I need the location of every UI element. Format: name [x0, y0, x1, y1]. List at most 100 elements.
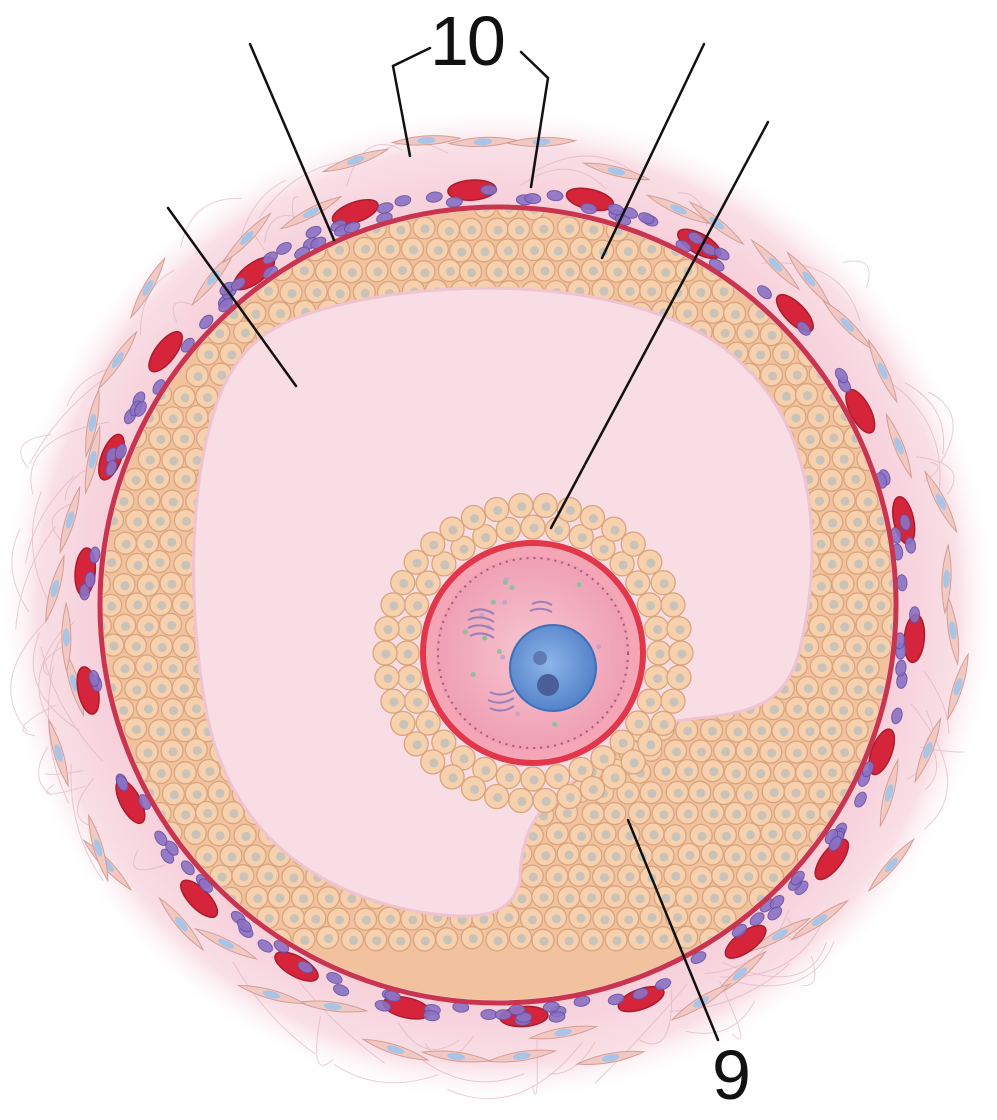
- fiber: [70, 764, 104, 881]
- granulosa-nucleus: [493, 936, 503, 946]
- fibroblast-nucleus: [93, 839, 103, 857]
- fibroblast-nucleus: [802, 271, 816, 287]
- fiber: [38, 619, 72, 730]
- granulosa-nucleus: [168, 747, 178, 757]
- basement-membrane: [97, 204, 899, 1006]
- granulosa-nucleus: [396, 225, 406, 235]
- corona-nucleus: [470, 514, 479, 523]
- fiber: [25, 475, 75, 564]
- granulosa-nucleus: [853, 685, 863, 695]
- theca-cell: [425, 191, 443, 203]
- granulosa-nucleus: [815, 413, 825, 423]
- granulosa-nucleus: [157, 684, 167, 693]
- fiber: [40, 646, 103, 762]
- granulosa-nucleus: [203, 393, 213, 403]
- granulosa-nucleus: [840, 663, 850, 673]
- theca-cell: [79, 583, 91, 601]
- granulosa-nucleus: [347, 894, 357, 904]
- fibroblast-nucleus: [302, 207, 319, 219]
- granulosa-nucleus: [876, 643, 886, 653]
- theca-cell: [854, 791, 867, 808]
- granulosa-nucleus: [143, 748, 153, 758]
- theca-cell: [796, 321, 811, 336]
- granulosa-nucleus: [744, 329, 754, 339]
- corona-nucleus: [493, 506, 503, 515]
- fibroblast-nucleus: [884, 857, 898, 873]
- fiber: [802, 955, 816, 986]
- granulosa-nucleus: [397, 266, 407, 275]
- granulosa-nucleus: [647, 287, 657, 297]
- fibroblast: [914, 716, 942, 784]
- granulosa-nucleus: [709, 767, 719, 777]
- granulosa-nucleus: [311, 914, 321, 924]
- fiber: [685, 1000, 756, 1034]
- granulosa-nucleus: [420, 936, 430, 946]
- corona-nucleus: [381, 649, 391, 659]
- granulosa-nucleus: [743, 746, 753, 756]
- granulosa-nucleus: [323, 267, 332, 277]
- fibroblast-nucleus: [949, 621, 957, 640]
- fibroblast-nucleus: [512, 1052, 531, 1060]
- granulosa-nucleus: [864, 580, 874, 590]
- granulosa-nucleus: [767, 331, 777, 341]
- granulosa-nucleus: [720, 790, 730, 799]
- fiber: [11, 528, 30, 613]
- granulosa-nucleus: [227, 350, 237, 360]
- granulosa-nucleus: [530, 246, 539, 255]
- fiber: [15, 525, 56, 630]
- fibroblast-nucleus: [768, 257, 783, 272]
- granulosa-nucleus: [217, 370, 227, 380]
- granulosa-nucleus: [828, 768, 837, 778]
- granulosa-nucleus: [144, 581, 154, 591]
- fibroblast: [390, 135, 463, 146]
- granulosa-nucleus: [157, 643, 167, 652]
- corona-nucleus: [405, 674, 415, 684]
- corona-nucleus: [383, 625, 393, 635]
- theca-cell: [895, 659, 907, 677]
- organelle: [552, 721, 558, 727]
- granulosa-nucleus: [697, 747, 707, 757]
- granulosa-nucleus: [239, 872, 249, 882]
- granulosa-nucleus: [289, 873, 299, 883]
- nucleolus: [537, 674, 559, 696]
- granulosa-nucleus: [815, 455, 825, 465]
- theca-cell: [236, 918, 252, 933]
- corona-nucleus: [653, 624, 663, 634]
- granulosa-nucleus: [863, 497, 873, 507]
- granulosa-nucleus: [155, 517, 165, 526]
- granulosa-nucleus: [528, 872, 538, 882]
- granulosa-nucleus: [732, 894, 742, 904]
- granulosa-nucleus: [156, 435, 166, 444]
- fibroblast-nucleus: [473, 138, 492, 146]
- corona-nucleus: [459, 544, 469, 554]
- granulosa-nucleus: [839, 454, 849, 464]
- granulosa-nucleus: [155, 475, 165, 484]
- corona-nucleus: [405, 624, 415, 634]
- granulosa-nucleus: [577, 244, 587, 254]
- granulosa-nucleus: [709, 893, 719, 903]
- granulosa-nucleus: [611, 810, 621, 819]
- granulosa-nucleus: [443, 935, 453, 945]
- corona-nucleus: [589, 514, 598, 523]
- granulosa-nucleus: [685, 850, 695, 860]
- fiber: [520, 168, 607, 190]
- corona-nucleus: [493, 793, 503, 802]
- granulosa-nucleus: [803, 391, 813, 401]
- granulosa-nucleus: [623, 247, 633, 256]
- corona-nucleus: [383, 673, 393, 683]
- corona-nucleus: [675, 625, 685, 635]
- fiber: [32, 632, 80, 731]
- connective-fibers: [10, 142, 965, 1100]
- corona-nucleus: [517, 797, 527, 806]
- granulosa-cell: [881, 614, 893, 638]
- fiber: [20, 434, 52, 469]
- granulosa-nucleus: [372, 936, 382, 946]
- theca-cell: [374, 1000, 392, 1012]
- granulosa-nucleus: [757, 811, 767, 820]
- granulosa-nucleus: [539, 811, 549, 821]
- fibroblast: [129, 256, 166, 320]
- granulosa-nucleus: [179, 600, 189, 610]
- theca-cell: [769, 895, 785, 910]
- granulosa-nucleus: [792, 370, 802, 380]
- granulosa-nucleus: [840, 748, 850, 757]
